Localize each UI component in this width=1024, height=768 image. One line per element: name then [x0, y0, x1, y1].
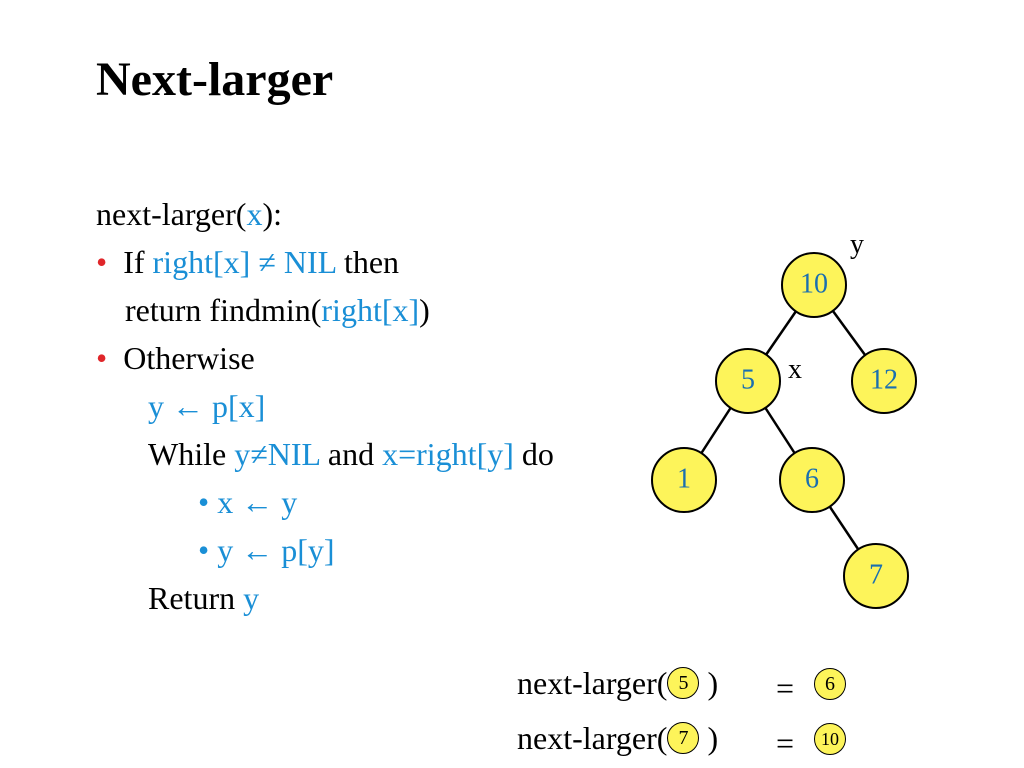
- tree-node-6: 6: [779, 447, 845, 513]
- tree-node-label: 10: [800, 268, 828, 299]
- slide-title: Next-larger: [96, 53, 334, 106]
- signature-arg: x: [246, 196, 263, 232]
- signature-prefix: next-larger(: [96, 196, 247, 232]
- tree-edge: [764, 407, 796, 454]
- otherwise-keyword: Otherwise: [123, 340, 255, 376]
- tree-edge: [765, 310, 797, 356]
- pointer-y-label: y: [850, 229, 864, 260]
- example-suffix: ): [707, 665, 719, 701]
- code-assign-y: y ← p[x]: [148, 388, 266, 424]
- tree-edge: [828, 505, 860, 551]
- return-prefix: return findmin(: [125, 292, 322, 328]
- tree-node-label: 6: [805, 463, 819, 494]
- code-return-findmin: return findmin(right[x]): [125, 286, 430, 334]
- tree-edge: [831, 310, 867, 356]
- tree-edge: [700, 407, 732, 454]
- tree-node-5: 5: [715, 348, 781, 414]
- example-arg-node: 5: [667, 666, 700, 699]
- code-while-line: While y≠NIL and x=right[y] do: [148, 430, 554, 478]
- code-signature: next-larger(x):: [96, 190, 282, 238]
- code-if-line: • If right[x] ≠ NIL then: [96, 238, 399, 286]
- tree-node-circle: [781, 252, 847, 318]
- example-arg-label: 7: [678, 726, 689, 749]
- tree-node-circle: [843, 543, 909, 609]
- do-keyword: do: [521, 436, 554, 472]
- tree-node-circle: [651, 447, 717, 513]
- signature-suffix: ):: [262, 196, 282, 232]
- tree-node-12: 12: [851, 348, 917, 414]
- tree-node-label: 7: [869, 559, 883, 590]
- example-result: 6: [814, 664, 846, 704]
- example-result-node: 6: [814, 667, 846, 700]
- while-cond1: y≠NIL: [234, 436, 320, 472]
- tree-node-label: 5: [741, 364, 755, 395]
- tree-node-circle: [779, 447, 845, 513]
- example-suffix: ): [707, 720, 719, 756]
- tree-node-label: 12: [870, 364, 898, 395]
- example-result-node: 10: [814, 722, 846, 755]
- then-keyword: then: [343, 244, 400, 280]
- example-result-label: 6: [825, 672, 835, 695]
- tree-node-1: 1: [651, 447, 717, 513]
- example-result: 10: [814, 719, 846, 759]
- code-return-line: Return y: [148, 574, 259, 622]
- code-inner-2: • y ← p[y]: [198, 532, 335, 568]
- example-arg-label: 5: [678, 671, 689, 694]
- tree-node-7: 7: [843, 543, 909, 609]
- if-keyword: If: [123, 244, 145, 280]
- example-eq: =: [776, 670, 795, 706]
- while-keyword: While: [148, 436, 227, 472]
- return-arg: right[x]: [321, 292, 420, 328]
- return-keyword: Return: [148, 580, 236, 616]
- example-arg-node: 7: [667, 721, 700, 754]
- example-row: next-larger( 5): [517, 663, 718, 703]
- if-condition: right[x] ≠ NIL: [152, 244, 336, 280]
- example-result-label: 10: [821, 728, 839, 749]
- bullet-icon: •: [96, 340, 108, 376]
- example-prefix: next-larger(: [517, 720, 668, 756]
- code-inner-1: • x ← y: [198, 484, 298, 520]
- return-suffix: ): [419, 292, 430, 328]
- example-row: next-larger( 7): [517, 718, 718, 758]
- example-prefix: next-larger(: [517, 665, 668, 701]
- pointer-x-label: x: [788, 354, 802, 385]
- example-eq: =: [776, 725, 795, 761]
- return-value: y: [243, 580, 260, 616]
- tree-node-10: 10: [781, 252, 847, 318]
- tree-node-circle: [715, 348, 781, 414]
- tree-node-circle: [851, 348, 917, 414]
- bullet-icon: •: [96, 244, 108, 280]
- while-cond2: x=right[y]: [382, 436, 514, 472]
- and-keyword: and: [327, 436, 375, 472]
- code-otherwise-line: • Otherwise: [96, 334, 255, 382]
- tree-node-label: 1: [677, 463, 691, 494]
